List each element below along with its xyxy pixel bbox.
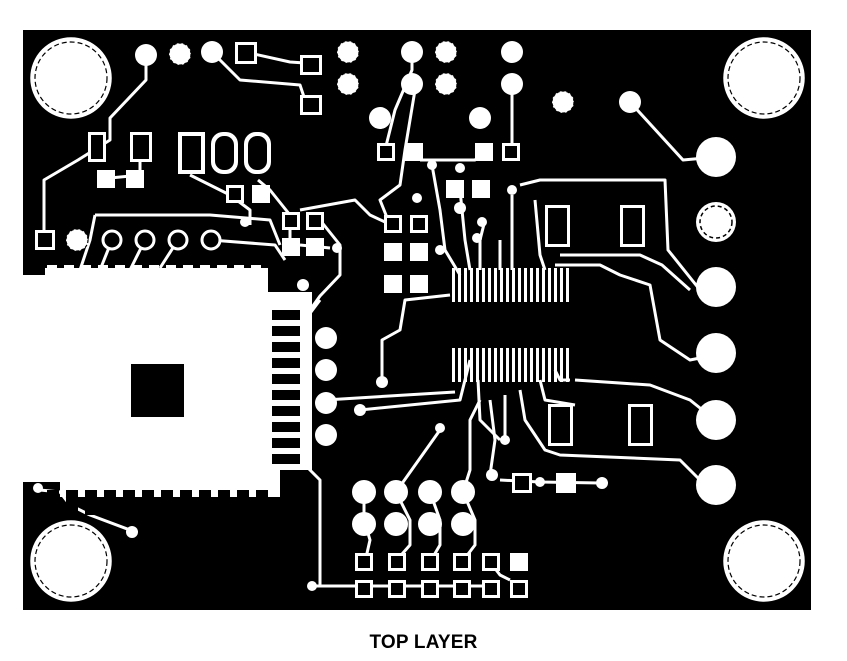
qfp-body-gap xyxy=(455,305,570,345)
mounting-hole-rings xyxy=(34,41,801,598)
mounting-hole-icon xyxy=(30,520,112,602)
via-rings xyxy=(65,40,575,252)
bottom-header-pads xyxy=(352,480,475,536)
mounting-holes xyxy=(30,37,805,602)
module-pads-bottom xyxy=(47,490,268,515)
mounting-hole-icon xyxy=(723,520,805,602)
qfp-pads-bottom xyxy=(452,348,569,382)
mounting-hole-icon xyxy=(723,37,805,119)
left-header-pads xyxy=(315,327,337,446)
top-header-pads xyxy=(135,41,641,129)
mounting-hole-icon xyxy=(30,37,112,119)
regulator-pad-inner xyxy=(182,136,267,170)
via-icon xyxy=(699,205,733,239)
qfp-pads-top xyxy=(452,268,569,302)
edge-connector-pads xyxy=(696,137,736,505)
layer-caption: TOP LAYER xyxy=(369,632,478,653)
module-thermal-pad xyxy=(131,364,184,417)
module-pads-right xyxy=(272,310,300,464)
smd-pad-inner xyxy=(91,45,650,595)
connector-round-pads xyxy=(101,229,222,251)
module-pads-top xyxy=(47,265,261,285)
via-icon xyxy=(33,160,608,591)
